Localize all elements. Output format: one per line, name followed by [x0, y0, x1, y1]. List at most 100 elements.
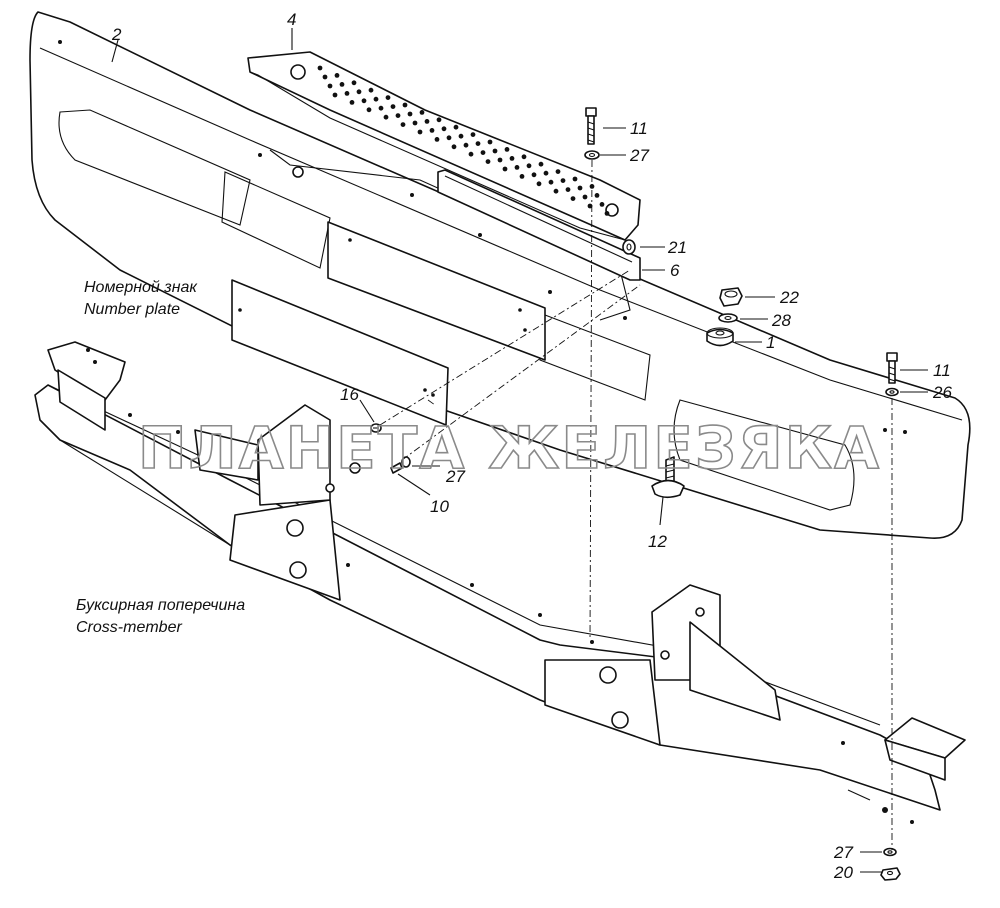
perforation-dot [470, 132, 476, 138]
perforation-dot [402, 102, 408, 108]
leader-lines [111, 28, 928, 873]
perforation-dot [560, 178, 566, 184]
step-plate-part-4 [247, 51, 641, 241]
perforation-dot [419, 110, 425, 115]
perforation-dot [536, 181, 542, 187]
perforation-dot [577, 185, 583, 191]
washer-part-27-top [584, 150, 600, 160]
assembly-lines [379, 159, 893, 850]
callout-11-top: 11 [630, 119, 648, 138]
perforation-dot [599, 202, 605, 207]
perforation-dot [521, 154, 527, 160]
callout-20: 20 [833, 863, 853, 882]
callout-16: 16 [340, 385, 359, 404]
perforation-dot [492, 148, 498, 154]
perforation-dot [390, 104, 396, 109]
perforation-dot [555, 169, 561, 175]
bracket-part-6 [437, 169, 641, 281]
perforation-dot [441, 126, 447, 132]
perforation-dot [538, 161, 544, 167]
perforation-dot [407, 111, 413, 117]
caption-cross-member-en: Cross-member [76, 619, 182, 636]
perforation-dot [468, 151, 474, 157]
perforation-dot [497, 157, 503, 163]
perforation-dot [487, 139, 493, 145]
bumper-part-2 [29, 11, 971, 539]
perforation-dot [519, 174, 525, 179]
perforation-dot [543, 170, 549, 176]
perforation-dot [485, 159, 491, 165]
perforation-dot [322, 74, 328, 80]
bolt-part-11-top [585, 107, 597, 145]
perforation-dot [572, 176, 578, 182]
perforation-dot [385, 95, 391, 100]
bolt-part-12 [651, 456, 685, 499]
perforation-dot [417, 129, 423, 135]
perforation-dot [383, 114, 389, 120]
perforation-dot [349, 100, 355, 105]
nut-part-22 [719, 287, 743, 307]
perforation-dot [453, 124, 459, 130]
perforation-dot [395, 113, 401, 118]
callout-27-top: 27 [629, 146, 649, 165]
perforation-dot [604, 211, 610, 216]
perforation-dot [565, 187, 571, 193]
caption-number-plate-en: Number plate [84, 301, 180, 318]
perforation-dot [339, 82, 345, 87]
perforation-dot [378, 105, 384, 111]
nut-part-20 [880, 867, 901, 881]
callout-27-bottom: 27 [833, 843, 853, 862]
bushing-part-1 [706, 327, 734, 347]
callout-10: 10 [430, 497, 449, 516]
caption-number-plate-ru: Номерной знак [84, 279, 198, 296]
perforation-dot [587, 203, 593, 209]
number-plate [231, 279, 449, 426]
perforation-dot [458, 133, 464, 139]
perforation-dot [436, 117, 442, 123]
bolt-part-11-right [886, 352, 898, 384]
callout-26: 26 [932, 383, 952, 402]
perforation-dot [451, 144, 457, 150]
perforation-dot [424, 119, 430, 124]
callout-2: 2 [111, 25, 122, 44]
perforation-dot [531, 172, 537, 178]
perforation-dot [344, 91, 350, 96]
callout-11-right: 11 [933, 361, 951, 380]
washer-part-28 [718, 313, 738, 323]
callout-28: 28 [771, 311, 791, 330]
screw-part-16 [370, 423, 382, 433]
perforation-dot [504, 147, 510, 152]
callout-4: 4 [287, 10, 296, 29]
perforation-dot [327, 83, 333, 89]
perforation-dot [356, 89, 362, 95]
watermark-text: ПЛАНЕТА ЖЕЛЕЗЯКА [138, 414, 881, 482]
perforation-dot [582, 194, 588, 200]
perforation-dot [366, 107, 372, 113]
callout-21: 21 [667, 238, 687, 257]
cross-member [34, 341, 966, 824]
perforation-dot [373, 96, 379, 102]
perforation-dot [317, 65, 323, 71]
perforation-dot [526, 163, 532, 169]
perforation-dot [368, 87, 374, 93]
callout-12: 12 [648, 532, 667, 551]
perforation-dot [475, 141, 481, 147]
perforation-dot [514, 165, 520, 170]
callout-6: 6 [670, 261, 680, 280]
perforation-dot [334, 73, 340, 78]
plate-holder [327, 221, 546, 361]
callout-1: 1 [766, 333, 775, 352]
perforation-dot [594, 193, 600, 198]
perforation-dot [446, 135, 452, 141]
perforation-dot [332, 92, 338, 98]
washer-part-27-bottom [883, 847, 897, 857]
screw-part-10 [390, 462, 403, 474]
perforation-dot [548, 179, 554, 185]
perforation-dot [553, 188, 559, 194]
perforation-dot [400, 122, 406, 127]
washer-part-26 [885, 387, 899, 397]
perforation-dot [434, 137, 440, 142]
perforation-dot [351, 80, 357, 86]
